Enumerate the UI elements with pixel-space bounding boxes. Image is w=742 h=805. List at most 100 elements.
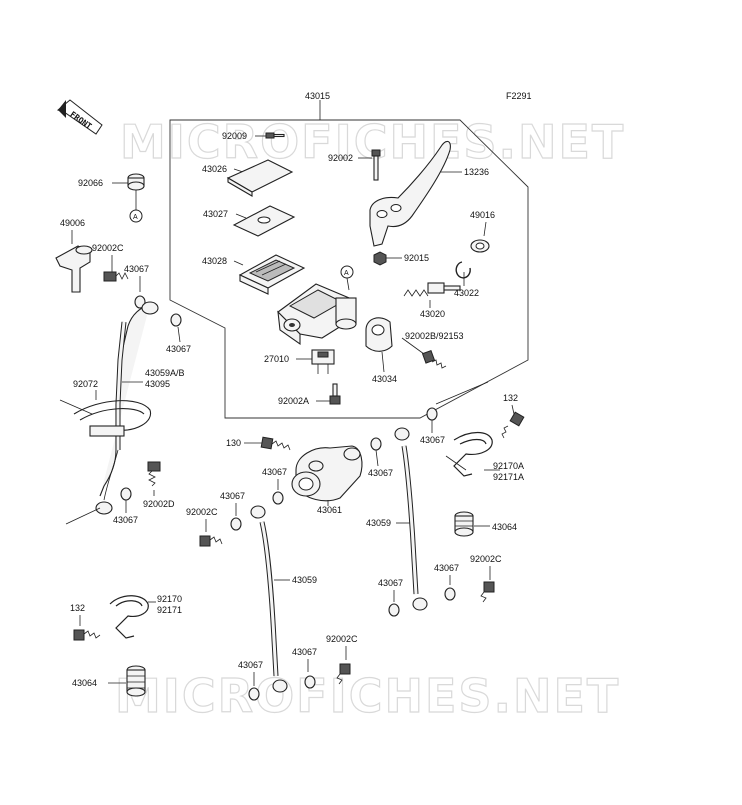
label-43067-d: 43067	[420, 435, 445, 445]
front-arrow-icon: FRONT	[56, 99, 103, 135]
label-43067-a: 43067	[124, 264, 149, 274]
assembly-frame	[169, 119, 529, 419]
label-43067-h: 43067	[434, 563, 459, 573]
label-92009: 92009	[222, 131, 247, 141]
boot-49006	[55, 245, 93, 293]
label-43095: 43095	[145, 379, 170, 389]
bolt-92002b	[421, 349, 447, 369]
label-49016: 49016	[470, 210, 495, 220]
callout-a-top: A	[340, 265, 354, 291]
label-92002c-a: 92002C	[92, 243, 124, 253]
label-132-b: 132	[70, 603, 85, 613]
bolt-92002d	[147, 461, 161, 487]
washer-43067-d	[426, 407, 438, 421]
label-92002d: 92002D	[143, 499, 175, 509]
label-43059ab: 43059A/B	[145, 368, 185, 378]
brake-hose-43059-center	[250, 505, 288, 693]
washer-43067-b	[170, 313, 182, 327]
label-43027: 43027	[203, 209, 228, 219]
label-43015: 43015	[305, 91, 330, 101]
callout-a-left: A	[129, 190, 143, 223]
bolt-132-a	[501, 411, 525, 439]
label-49006: 49006	[60, 218, 85, 228]
label-92170: 92170	[157, 594, 182, 604]
label-43067-i: 43067	[378, 578, 403, 588]
brake-lever-13236	[369, 140, 451, 247]
figure-code: F2291	[506, 91, 532, 101]
washer-43067-i	[388, 603, 400, 617]
washer-43067-c	[120, 487, 132, 501]
label-132-a: 132	[503, 393, 518, 403]
label-92171: 92171	[157, 605, 182, 615]
label-92002c-c: 92002C	[470, 554, 502, 564]
label-43067-f: 43067	[220, 491, 245, 501]
label-92002c-d: 92002C	[326, 634, 358, 644]
caliper-43061	[291, 445, 363, 502]
label-43028: 43028	[202, 256, 227, 266]
label-92170a: 92170A	[493, 461, 524, 471]
clamp-92072	[59, 399, 152, 437]
label-92002a: 92002A	[278, 396, 309, 406]
label-92002c-b: 92002C	[186, 507, 218, 517]
holder-43034	[365, 317, 393, 352]
label-92002b-92153: 92002B/92153	[405, 331, 464, 341]
label-92171a: 92171A	[493, 472, 524, 482]
label-43067-e: 43067	[262, 467, 287, 477]
master-cylinder-body	[277, 283, 357, 346]
pivot-bolt-92002	[371, 149, 381, 181]
washer-43067-g	[370, 437, 382, 451]
svg-text:A: A	[344, 270, 349, 277]
grommet-43064-b	[126, 665, 146, 697]
label-43022: 43022	[454, 288, 479, 298]
bolt-92002c-b	[199, 535, 223, 547]
watermark-bottom: MICROFICHES.NET	[115, 669, 620, 723]
label-130: 130	[226, 438, 241, 448]
washer-43067-j	[304, 675, 316, 689]
screw-92009	[265, 132, 285, 139]
plug-92066	[127, 173, 145, 191]
brake-switch-27010	[311, 349, 335, 374]
label-43034: 43034	[372, 374, 397, 384]
label-92015: 92015	[404, 253, 429, 263]
washer-43067-f	[230, 517, 242, 531]
brake-hose-43059-right	[394, 427, 428, 611]
diaphragm-43028	[238, 254, 306, 295]
watermark-top: MICROFICHES.NET	[120, 115, 625, 169]
bolt-130	[260, 436, 291, 451]
label-27010: 27010	[264, 354, 289, 364]
label-43067-c: 43067	[113, 515, 138, 525]
screw-92002a	[329, 383, 341, 405]
label-43067-b: 43067	[166, 344, 191, 354]
svg-text:A: A	[133, 214, 138, 221]
nut-92015	[373, 251, 387, 266]
clip-92170a	[445, 431, 493, 477]
clip-92170	[109, 595, 149, 639]
label-43020: 43020	[420, 309, 445, 319]
label-43026: 43026	[202, 164, 227, 174]
label-43064-a: 43064	[492, 522, 517, 532]
label-43067-g: 43067	[368, 468, 393, 478]
label-43067-j: 43067	[292, 647, 317, 657]
grommet-43064-a	[454, 511, 474, 537]
label-43061: 43061	[317, 505, 342, 515]
label-43064-b: 43064	[72, 678, 97, 688]
label-43059-b: 43059	[292, 575, 317, 585]
washer-43067-k	[248, 687, 260, 701]
piston-assembly-43020	[403, 282, 461, 297]
label-92072: 92072	[73, 379, 98, 389]
label-43067-k: 43067	[238, 660, 263, 670]
bolt-92002c-c	[480, 581, 495, 603]
label-43059-a: 43059	[366, 518, 391, 528]
bolt-92002c-d	[336, 663, 351, 685]
label-92002: 92002	[328, 153, 353, 163]
label-92066: 92066	[78, 178, 103, 188]
bolt-132-b	[73, 629, 101, 641]
washer-43067-e	[272, 491, 284, 505]
circlip-43022	[455, 261, 471, 279]
washer-43067-h	[444, 587, 456, 601]
bolt-92002c-a	[103, 271, 129, 282]
label-13236: 13236	[464, 167, 489, 177]
boot-49016	[470, 239, 490, 253]
